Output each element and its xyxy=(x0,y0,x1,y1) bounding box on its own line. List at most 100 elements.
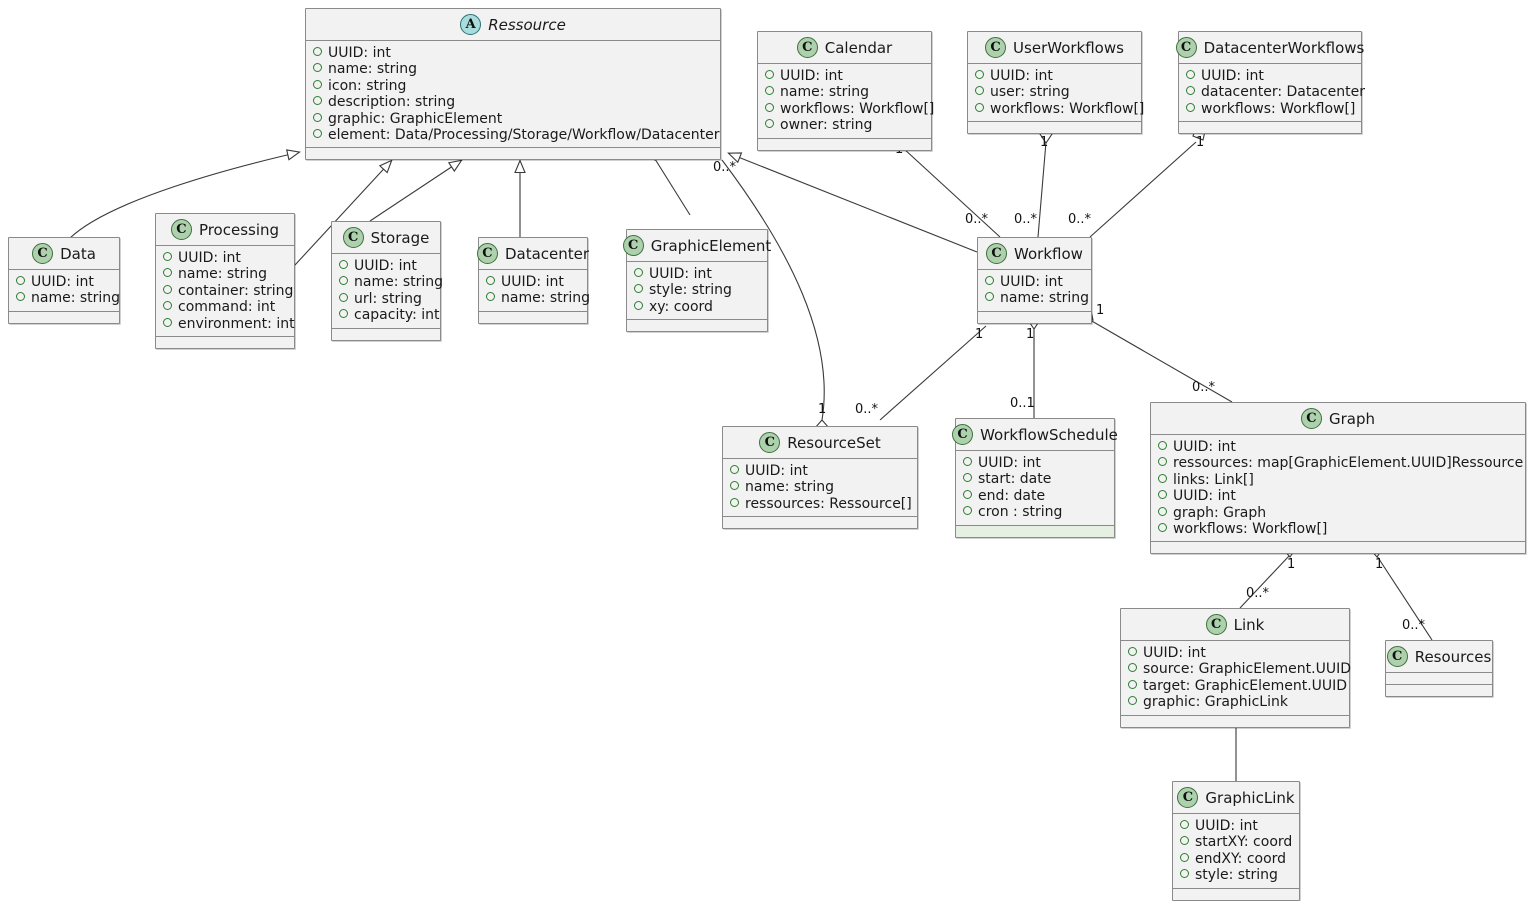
attribute-row: UUID: int xyxy=(1128,645,1342,661)
attribute-row: UUID: int xyxy=(765,68,924,84)
attribute-row: command: int xyxy=(163,299,287,315)
attribute-text: style: string xyxy=(1195,867,1278,884)
multiplicity-label: 0..* xyxy=(1246,586,1270,601)
multiplicity-label: 1 xyxy=(1196,135,1205,150)
attribute-row: UUID: int xyxy=(313,45,713,61)
attribute-row: source: GraphicElement.UUID xyxy=(1128,661,1351,677)
methods-compartment-resourceset xyxy=(723,517,917,529)
methods-compartment-userworkflows xyxy=(968,122,1141,134)
methods-compartment-graph xyxy=(1151,542,1525,554)
attribute-text: name: string xyxy=(745,479,835,496)
public-visibility-icon xyxy=(634,284,643,294)
methods-compartment-workflow xyxy=(978,311,1091,323)
attribute-row: ressources: map[GraphicElement.UUID]Ress… xyxy=(1158,455,1523,471)
attribute-text: endXY: coord xyxy=(1195,850,1287,867)
class-icon: C xyxy=(32,243,54,264)
class-name-link: Link xyxy=(1233,615,1265,634)
attribute-row: name: string xyxy=(730,479,910,495)
public-visibility-icon xyxy=(1158,473,1167,483)
attribute-text: start: date xyxy=(978,471,1052,488)
public-visibility-icon xyxy=(16,276,25,285)
attribute-row: datacenter: Datacenter xyxy=(1186,84,1365,100)
attribute-row: graphic: GraphicElement xyxy=(313,111,713,127)
class-name-graphicelement: GraphicElement xyxy=(650,236,772,255)
public-visibility-icon xyxy=(1128,647,1137,656)
public-visibility-icon xyxy=(163,252,172,261)
attribute-row: UUID: int xyxy=(1186,68,1354,84)
attribute-text: name: string xyxy=(780,84,870,101)
class-name-processing: Processing xyxy=(198,220,280,239)
attribute-row: container: string xyxy=(163,283,293,299)
public-visibility-icon xyxy=(313,47,322,56)
attribute-text: startXY: coord xyxy=(1195,834,1293,851)
methods-compartment-storage xyxy=(332,328,440,340)
attribute-text: url: string xyxy=(354,290,422,307)
public-visibility-icon xyxy=(985,292,994,302)
public-visibility-icon xyxy=(1158,506,1167,516)
multiplicity-label: 0..* xyxy=(1014,212,1038,227)
public-visibility-icon xyxy=(765,119,774,129)
abstract-class-icon: A xyxy=(460,14,482,35)
attribute-text: icon: string xyxy=(328,77,407,94)
public-visibility-icon xyxy=(1158,523,1167,533)
public-visibility-icon xyxy=(1128,663,1137,673)
public-visibility-icon xyxy=(975,86,984,96)
class-icon: C xyxy=(342,227,364,248)
class-icon: C xyxy=(170,219,192,240)
public-visibility-icon xyxy=(985,276,994,285)
attribute-row: target: GraphicElement.UUID xyxy=(1128,678,1347,694)
class-name-workflow: Workflow xyxy=(1014,244,1083,263)
public-visibility-icon xyxy=(313,112,322,122)
class-icon: C xyxy=(1175,37,1197,58)
multiplicity-label: 1 xyxy=(1026,327,1035,342)
multiplicity-label: 0..* xyxy=(713,160,737,175)
public-visibility-icon xyxy=(975,102,984,112)
attribute-text: UUID: int xyxy=(501,274,564,290)
class-header-processing: C Processing xyxy=(156,214,294,246)
public-visibility-icon xyxy=(730,481,739,491)
edge-storage-to-ressource xyxy=(369,159,463,222)
attribute-text: owner: string xyxy=(780,117,873,134)
public-visibility-icon xyxy=(163,301,172,311)
attribute-row: capacity: int xyxy=(339,307,440,323)
attribute-row: UUID: int xyxy=(634,266,760,282)
attribute-text: target: GraphicElement.UUID xyxy=(1143,677,1348,694)
class-icon: C xyxy=(476,243,498,264)
class-icon: C xyxy=(952,424,974,445)
attribute-row: environment: int xyxy=(163,316,295,332)
public-visibility-icon xyxy=(963,473,972,483)
attribute-row: UUID: int xyxy=(1158,439,1518,455)
attribute-text: name: string xyxy=(178,266,268,283)
attribute-text: UUID: int xyxy=(1143,645,1206,661)
attribute-text: graphic: GraphicLink xyxy=(1143,694,1288,711)
methods-compartment-datacenterworkflows xyxy=(1179,122,1361,134)
attribute-row: workflows: Workflow[] xyxy=(1158,521,1518,537)
attribute-row: name: string xyxy=(163,266,287,282)
